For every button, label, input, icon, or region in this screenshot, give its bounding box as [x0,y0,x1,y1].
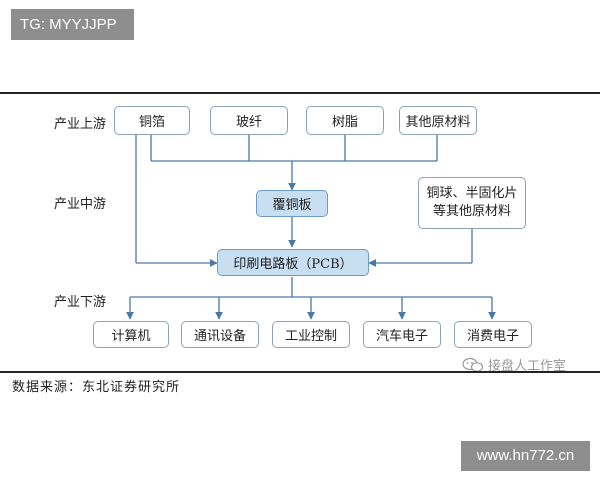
stage-label-midstream: 产业中游 [54,197,107,212]
ccl-box: 覆铜板 [256,190,328,217]
other-materials-line-2: 等其他原材料 [432,204,511,219]
stage-label-downstream: 产业下游 [54,295,107,310]
pcb-box: 印刷电路板（PCB） [217,249,369,276]
downstream-box-consumer: 消费电子 [454,321,532,348]
watermark-top-tag: TG: MYYJJPP [11,9,134,40]
wechat-watermark-text: 接盘人工作室 [488,359,567,374]
other-materials-box: 铜球、半固化片 等其他原材料 [418,177,526,229]
downstream-box-industrial: 工业控制 [272,321,350,348]
upstream-box-copper-foil: 铜箔 [114,106,190,135]
top-rule [0,92,600,94]
other-materials-line-1: 铜球、半固化片 [426,186,518,201]
downstream-box-telecom: 通讯设备 [181,321,259,348]
bottom-rule [0,371,600,373]
downstream-box-auto: 汽车电子 [363,321,441,348]
watermark-bottom-tag: www.hn772.cn [461,441,590,471]
upstream-box-resin: 树脂 [306,106,384,135]
downstream-box-computer: 计算机 [93,321,169,348]
stage-label-upstream: 产业上游 [54,117,107,132]
wechat-watermark: 接盘人工作室 [462,355,566,374]
wechat-icon [462,357,484,372]
source-note: 数据来源：东北证券研究所 [12,380,181,395]
upstream-box-glass-fiber: 玻纤 [210,106,288,135]
upstream-box-other-raw: 其他原材料 [399,106,477,135]
